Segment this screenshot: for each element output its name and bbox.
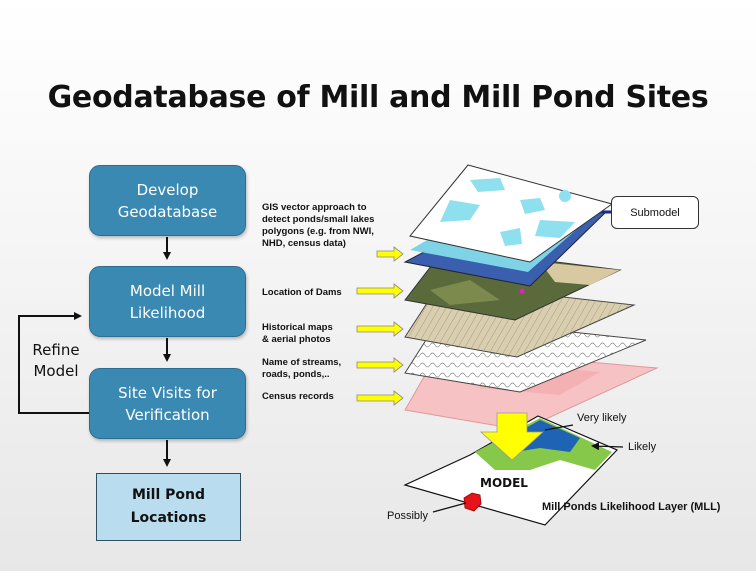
yellow-arrows (356, 246, 404, 406)
likely-pointer (591, 442, 624, 451)
census-label: Census records (262, 391, 334, 402)
model-down-arrow (479, 412, 545, 461)
layer-stack (403, 164, 659, 431)
very-likely-label: Very likely (577, 412, 627, 424)
arrow-historical (356, 321, 404, 337)
model-layer (403, 412, 624, 526)
likely-label: Likely (628, 441, 657, 453)
possibly-pointer (432, 502, 467, 513)
mll-label: Mill Ponds Likelihood Layer (MLL) (542, 501, 721, 513)
model-label: MODEL (480, 476, 528, 490)
arrow-vector (376, 246, 404, 262)
arrow-names (356, 357, 404, 373)
refine-model-label: Refine Model (32, 341, 80, 380)
flow-arrows (18, 237, 171, 467)
names-label: Name of streams, roads, ponds,.. (262, 357, 342, 380)
arrow-census (356, 390, 404, 406)
vector-approach-label: GIS vector approach to detect ponds/smal… (262, 202, 375, 249)
model-mill-likelihood-box: Model Mill Likelihood (89, 266, 246, 337)
refine-loop-arrow (18, 312, 89, 414)
submodel-box: Submodel (611, 196, 699, 229)
possibly-area (463, 492, 482, 512)
page-title: Geodatabase of Mill and Mill Pond Sites (47, 80, 709, 115)
site-visits-box: Site Visits for Verification (89, 368, 246, 439)
historical-maps-label: Historical maps & aerial photos (262, 322, 333, 345)
very-likely-pointer (544, 424, 574, 431)
dams-label: Location of Dams (262, 287, 342, 298)
arrow-dams (356, 283, 404, 299)
mill-pond-locations-box: Mill Pond Locations (96, 473, 241, 541)
dam-marker (519, 288, 525, 294)
possibly-label: Possibly (387, 510, 428, 522)
develop-geodatabase-box: Develop Geodatabase (89, 165, 246, 236)
